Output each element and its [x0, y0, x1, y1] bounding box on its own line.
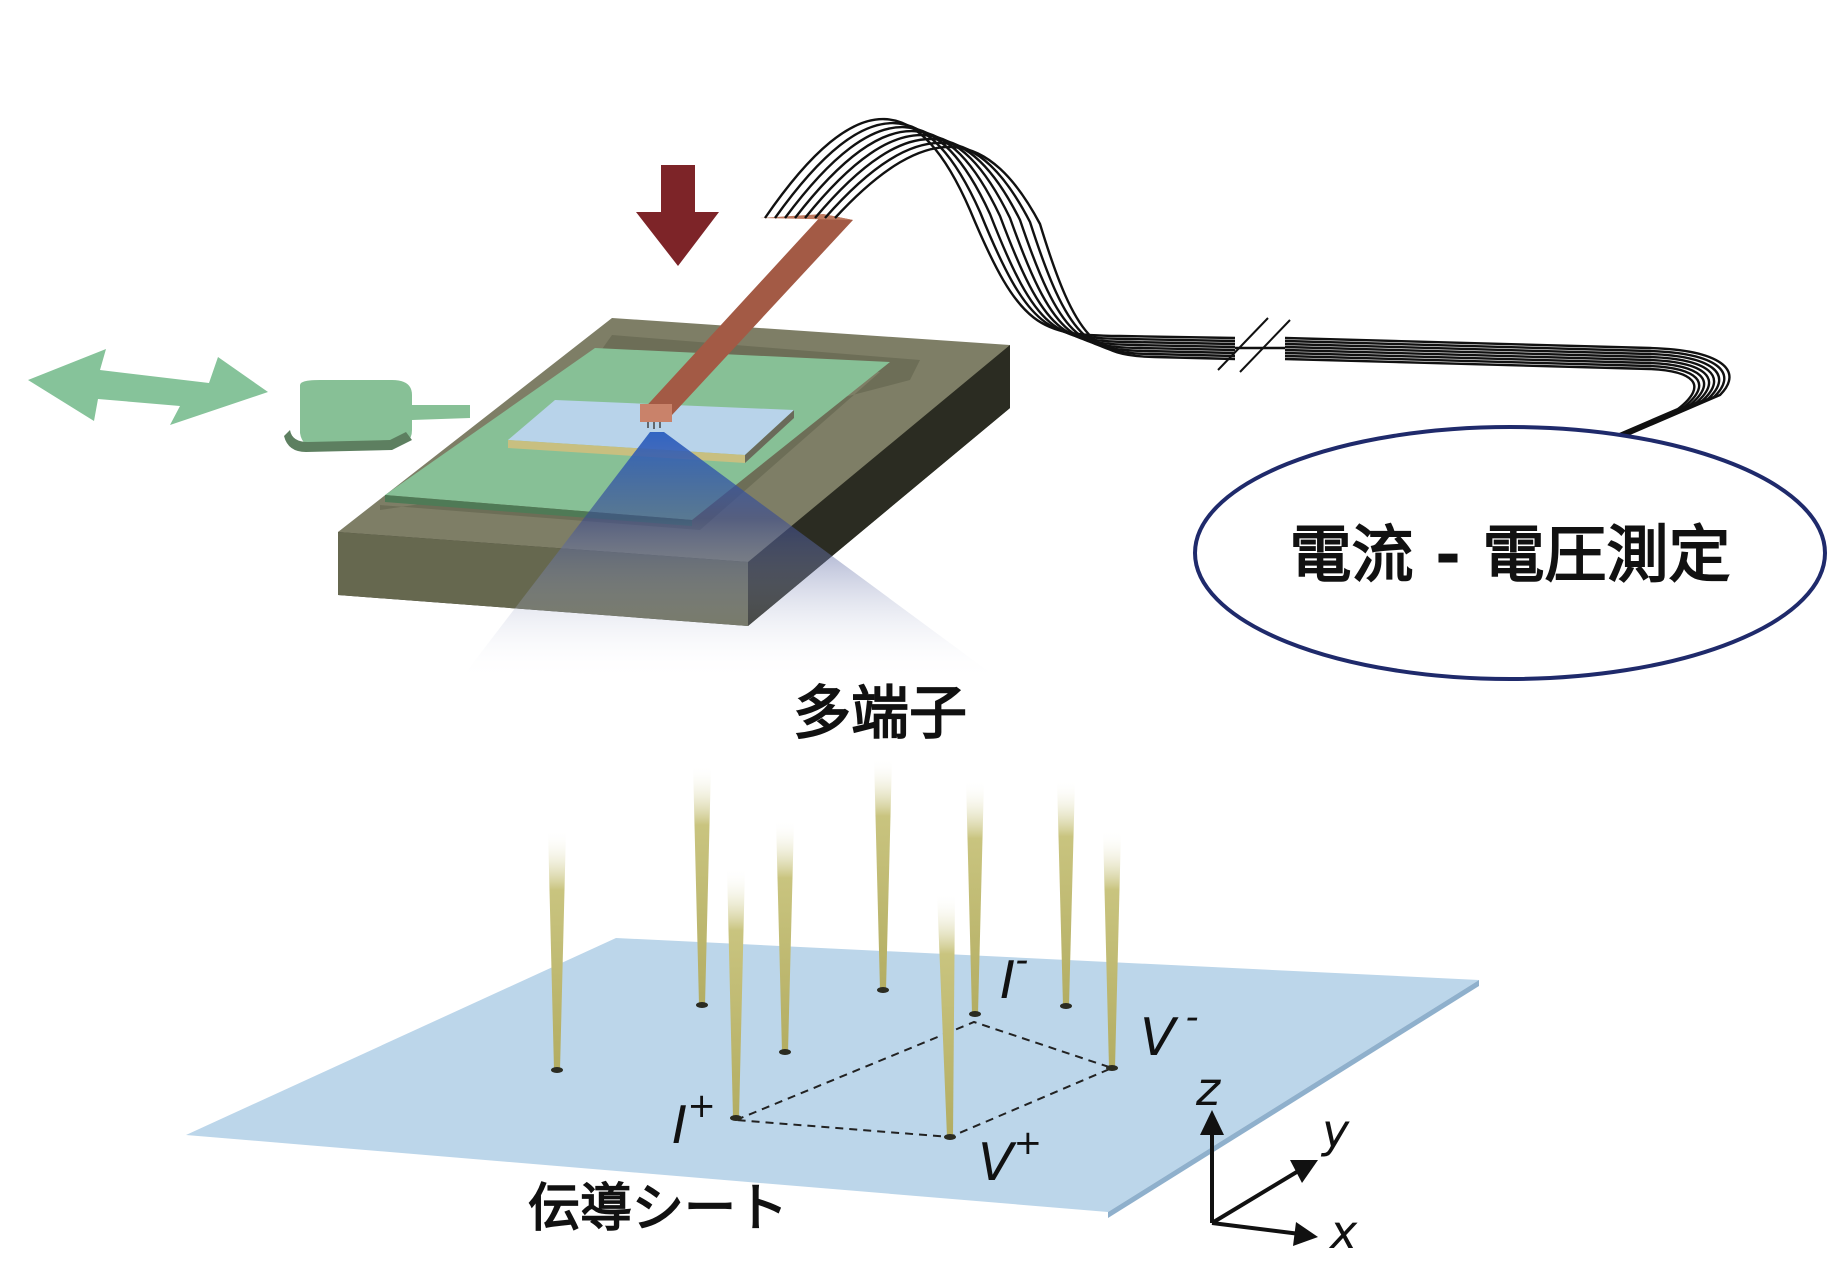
x-axis-label: x	[1328, 1205, 1358, 1259]
i-plus-label: I+	[672, 1086, 716, 1156]
probe-tip-end	[779, 1049, 791, 1055]
probe-tip-end	[551, 1067, 563, 1073]
v-plus-label: V+	[978, 1123, 1042, 1193]
v-minus-label: V-	[1140, 997, 1199, 1068]
conductive-sheet	[186, 938, 1479, 1218]
probe-tip	[727, 868, 745, 1118]
y-axis-arrowhead	[1290, 1160, 1318, 1183]
stage-paddle	[284, 380, 470, 452]
probe-tip-end	[944, 1134, 956, 1140]
probe-tips	[548, 758, 1121, 1140]
magnification-beam	[460, 432, 1000, 680]
z-axis-label: z	[1195, 1062, 1221, 1116]
cable-break-mark	[1217, 317, 1269, 371]
measurement-ellipse	[1193, 425, 1827, 681]
probe-tip	[1057, 780, 1075, 1006]
x-axis-arrowhead	[1293, 1222, 1318, 1246]
probe-tip	[548, 830, 566, 1070]
probe-tip	[1103, 830, 1121, 1068]
probe-tip	[776, 820, 794, 1052]
cable-bundle	[764, 118, 1731, 454]
probe-tip	[874, 758, 892, 990]
axes	[1200, 1110, 1318, 1246]
z-axis-arrowhead	[1200, 1110, 1224, 1135]
probe-tip-end	[1060, 1003, 1072, 1009]
probe-tip-end	[969, 1011, 981, 1017]
y-axis-label: y	[1320, 1104, 1350, 1158]
probe-tip-end	[696, 1002, 708, 1008]
probe-tip	[693, 765, 711, 1005]
probe-tip	[966, 780, 984, 1014]
translation-arrow	[28, 349, 268, 425]
y-axis	[1210, 1168, 1302, 1225]
sample-chip	[508, 400, 794, 463]
probe-tip-end	[877, 987, 889, 993]
conductive-sheet-label: 伝導シート	[528, 1179, 788, 1239]
multi-terminal-label: 多端子	[793, 679, 967, 747]
probe-tip	[937, 893, 955, 1137]
measurement-label: 電流 - 電圧測定	[1290, 518, 1731, 591]
force-down-arrow	[636, 165, 719, 266]
probe-tip-end	[730, 1115, 742, 1121]
cable-break-mark	[1239, 319, 1291, 373]
terminal-connection-dashed	[735, 1020, 1115, 1139]
probe-tip-end	[1106, 1065, 1118, 1071]
x-axis	[1211, 1221, 1301, 1236]
i-minus-label: I-	[1000, 940, 1028, 1011]
